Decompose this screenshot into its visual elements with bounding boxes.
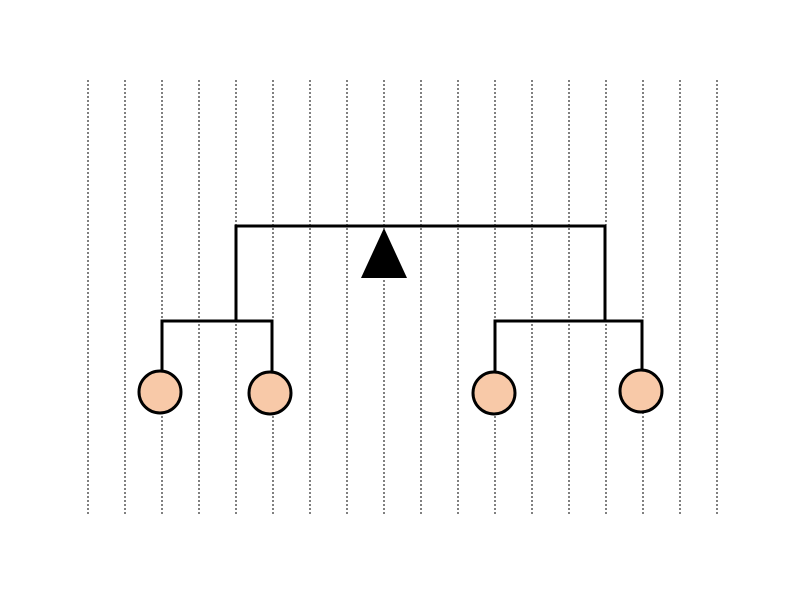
vertical-gridlines [87, 80, 718, 515]
triangle-marker [361, 228, 407, 278]
root-bracket [234, 224, 607, 321]
tree-connectors [160, 224, 644, 372]
leaf-node [137, 369, 183, 415]
leaf-node [247, 370, 293, 416]
leaf-nodes [137, 368, 664, 416]
leaf-node [618, 368, 664, 414]
left-bracket [160, 319, 274, 372]
right-bracket [493, 319, 644, 372]
leaf-node [471, 370, 517, 416]
